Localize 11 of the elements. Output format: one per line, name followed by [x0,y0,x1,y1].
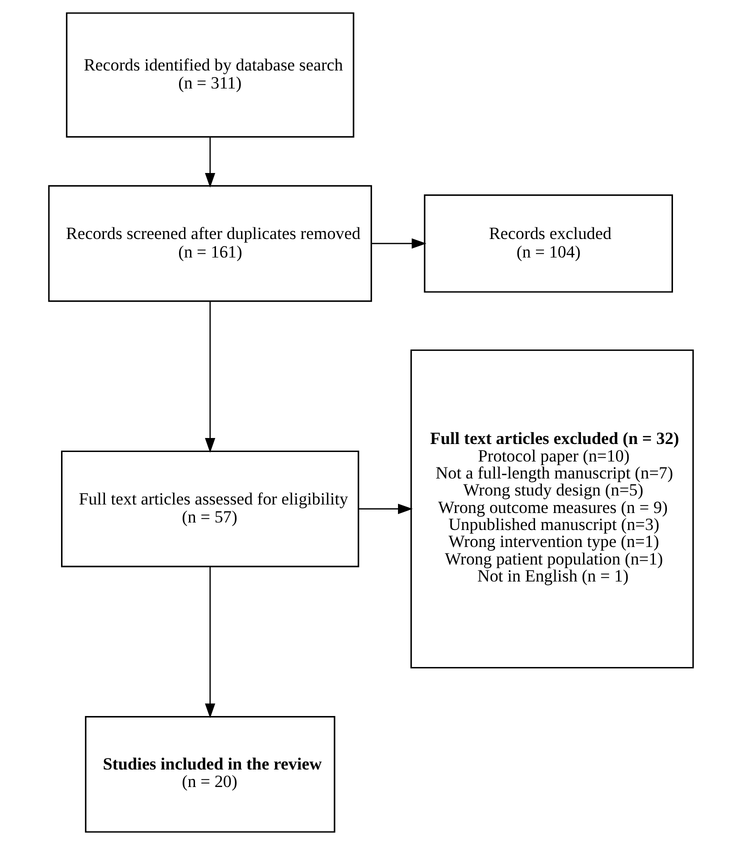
node-box: Records screened after duplicates removed (n = 161) [48,185,372,302]
node-box: Records excluded (n = 104) [424,194,673,293]
node-box: Studies included in the review (n = 20) [84,716,336,833]
node-box: Full text articles excluded (n = 32) Protocol paper (n=10) Not a full-length manuscript (n=7) Wrong study design (n=5) Wrong outcome measures (n = 9) Unpublished manuscript (n=3) Wrong intervention type (n=1) Wrong patient population (n=1) Not in English (n = 1) [410,349,694,668]
arrow [204,137,216,188]
arrow [204,301,216,453]
node-box: Records identified by database search (n = 311) [66,12,354,138]
arrow [204,566,216,718]
arrow [358,504,413,514]
arrow [371,238,426,249]
node-box: Full text articles assessed for eligibility (n = 57) [61,450,360,568]
